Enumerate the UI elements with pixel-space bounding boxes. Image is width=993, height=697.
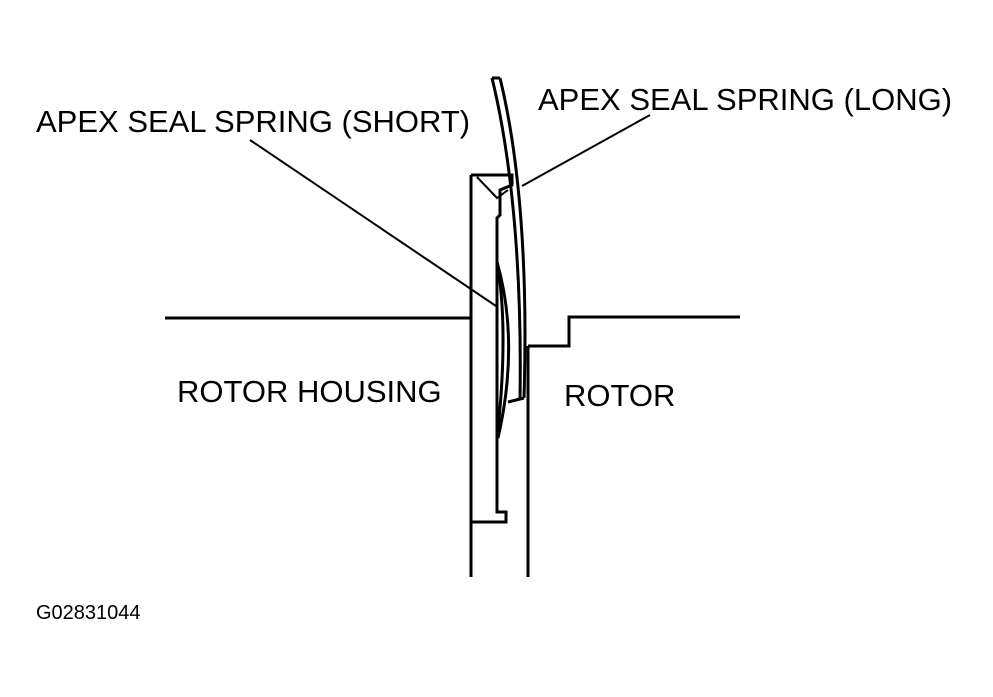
leader-long-spring <box>521 114 651 187</box>
label-rotor: ROTOR <box>564 378 675 413</box>
apex-seal-corner <box>476 176 509 200</box>
label-long-spring: APEX SEAL SPRING (LONG) <box>538 82 952 117</box>
label-rotor-housing: ROTOR HOUSING <box>177 374 442 409</box>
apex-seal-spring-long-end <box>507 396 525 404</box>
label-short-spring: APEX SEAL SPRING (SHORT) <box>36 104 470 139</box>
apex-seal-spring-short-inner <box>495 261 505 439</box>
apex-seal-spring-long-inner <box>498 77 527 399</box>
apex-seal-body <box>471 173 514 524</box>
rotor-surface <box>528 315 740 348</box>
apex-seal-spring-long <box>490 77 522 399</box>
leader-short-spring <box>249 139 497 307</box>
figure-code: G02831044 <box>36 602 141 624</box>
